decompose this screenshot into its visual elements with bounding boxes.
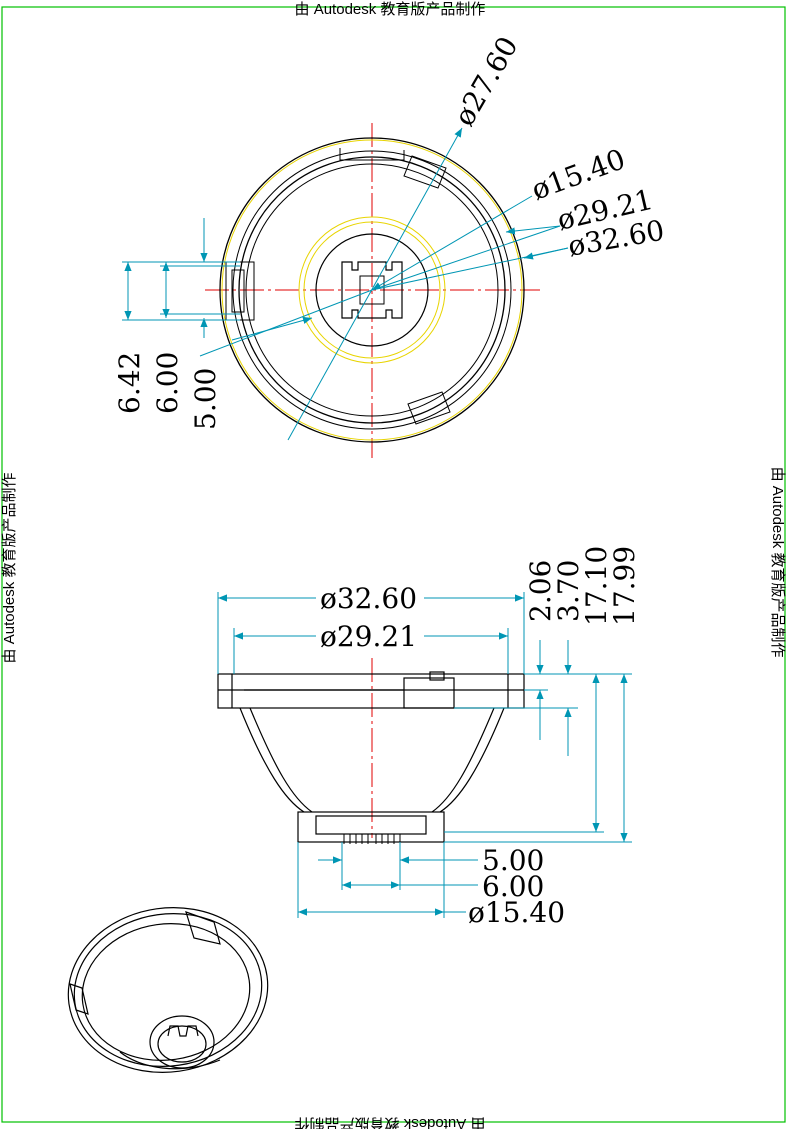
- side-dia-32-60-label: ø32.60: [320, 582, 417, 615]
- yellow-ring-2: [303, 221, 441, 359]
- side-5-00-label: 5.00: [482, 844, 544, 877]
- side-3-70-label: 3.70: [552, 560, 585, 622]
- center-socket-core: [359, 275, 385, 305]
- side-dia-15-40-label: ø15.40: [468, 896, 565, 929]
- side-dia-29-21-label: ø29.21: [320, 620, 417, 653]
- side-view-profile: [217, 671, 525, 843]
- top-dia-27-60-label: ø27.60: [447, 31, 524, 132]
- watermark-bottom: 由 Autodesk 教育版产品制作: [295, 1115, 486, 1129]
- top-5-00-label: 5.00: [189, 368, 222, 430]
- side-17-99-label: 17.99: [608, 546, 641, 626]
- top-view: ø27.60 ø15.40 ø29.21 ø32.60 6.42 6.00 5.…: [113, 31, 667, 458]
- yellow-ring-1: [298, 216, 446, 364]
- watermark-left: 由 Autodesk 教育版产品制作: [1, 473, 18, 664]
- inner-circle: [245, 163, 499, 417]
- isometric-view: [67, 907, 269, 1073]
- top-view-clips: [225, 148, 451, 425]
- top-view-centerlines: [205, 123, 540, 458]
- top-view-dim-lines: [122, 127, 569, 441]
- outer-rim-circle: [219, 137, 525, 443]
- side-view: ø32.60 ø29.21 2.06 3.70 17.10 17.99 5.00…: [217, 546, 641, 929]
- sheet-border: [1, 6, 786, 1123]
- center-socket: [341, 261, 403, 319]
- top-6-00-label: 6.00: [151, 352, 184, 414]
- side-2-06-label: 2.06: [524, 560, 557, 622]
- wall-circle: [238, 156, 506, 424]
- side-view-dim-lines: [217, 592, 632, 918]
- watermark-right: 由 Autodesk 教育版产品制作: [769, 467, 786, 658]
- side-17-10-label: 17.10: [580, 546, 613, 626]
- top-6-42-label: 6.42: [113, 352, 146, 414]
- bottom-circle: [315, 233, 429, 347]
- outer-yellow-circle: [221, 139, 523, 441]
- rim-inner-circle: [232, 150, 512, 430]
- watermark-top: 由 Autodesk 教育版产品制作: [295, 1, 486, 18]
- side-6-00-label: 6.00: [482, 870, 544, 903]
